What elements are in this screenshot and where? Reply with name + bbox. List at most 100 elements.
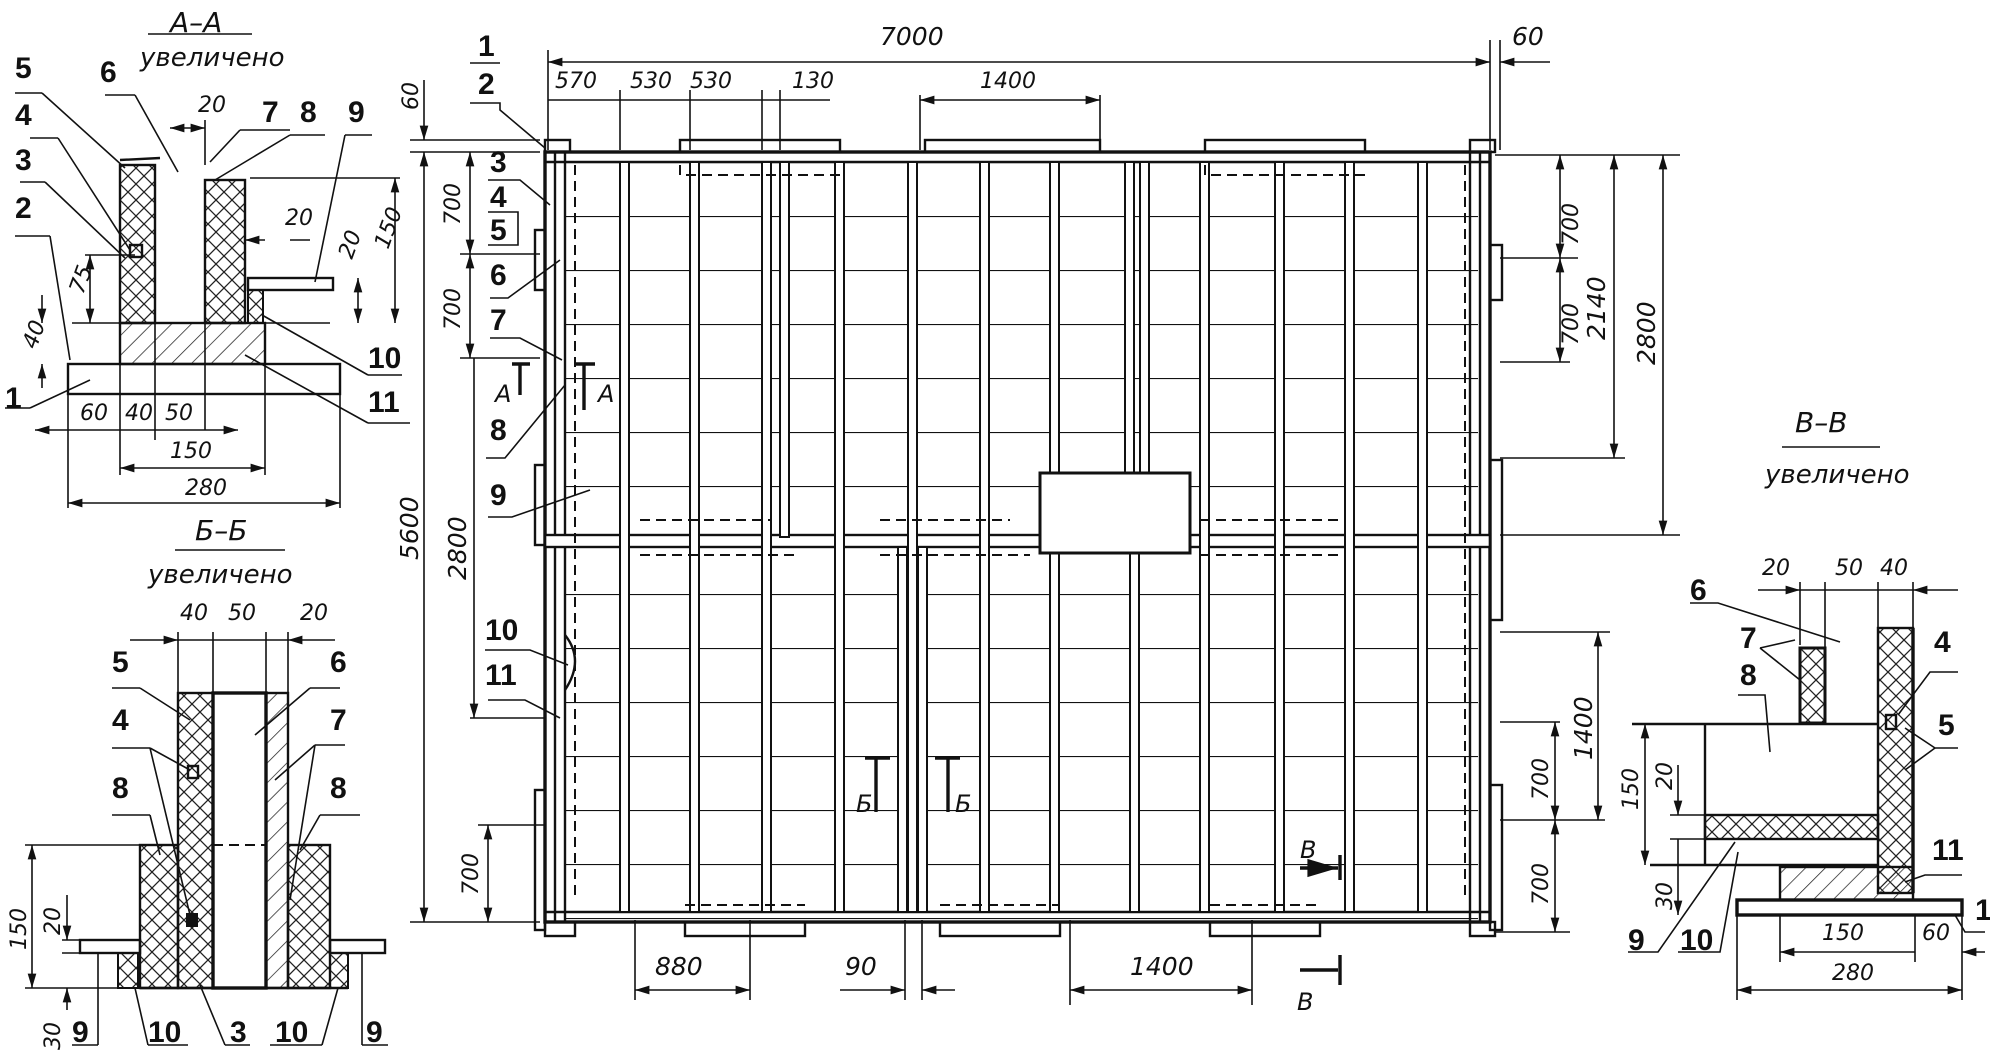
plan-callouts: 1 2 3 4 5 6 7 8 9 10 11 [470, 30, 591, 719]
callout-7: 7 [490, 304, 507, 337]
vv-callout-4: 4 [1934, 626, 1951, 659]
vv-callout-9: 9 [1628, 924, 1645, 957]
dim-right-2140: 2140 [1582, 276, 1611, 340]
dim-570: 570 [555, 69, 597, 94]
aa-dim-150: 150 [370, 204, 408, 252]
aa-dim-w40: 40 [125, 401, 153, 426]
callout-8: 8 [490, 414, 507, 447]
dim-530-b: 530 [690, 69, 732, 94]
plan-right-dimensions: 700 700 2140 2800 1400 700 700 [1495, 154, 1680, 933]
callout-4: 4 [490, 181, 507, 214]
section-vv-subtitle: увеличено [1764, 460, 1910, 490]
dim-left-2800: 2800 [443, 516, 472, 580]
section-aa: А–А увеличено 5 6 4 3 2 1 7 8 9 10 [5, 6, 410, 508]
joists [619, 161, 1428, 913]
vv-callout-5: 5 [1938, 709, 1955, 742]
dim-left-700-b: 700 [441, 288, 466, 330]
aa-dim-75: 75 [65, 262, 98, 297]
cut-mark-b-right: Б [955, 790, 971, 818]
bb-callout-6: 6 [330, 646, 347, 679]
plan-bottom-dimensions: 880 90 1400 [634, 920, 1253, 1005]
bb-dim-30: 30 [41, 1022, 66, 1050]
cut-mark-v-bottom: В [1297, 988, 1313, 1016]
vv-callout-6: 6 [1690, 574, 1707, 607]
dim-right-2800: 2800 [1632, 301, 1661, 365]
aa-dim-60: 60 [80, 401, 108, 426]
cut-mark-b-left: Б [856, 790, 872, 818]
bb-callout-9-right: 9 [366, 1016, 383, 1049]
vv-dim-20: 20 [1762, 556, 1790, 581]
section-vv: В–В увеличено 20 50 40 150 20 30 [1619, 406, 1990, 1000]
floor-plan [533, 138, 1504, 938]
section-aa-subtitle: увеличено [139, 43, 285, 73]
callout-2: 2 [478, 68, 495, 101]
callout-5: 5 [490, 214, 507, 247]
section-bb-title: Б–Б [195, 514, 247, 547]
bb-callout-10-left: 10 [148, 1016, 181, 1049]
aa-callout-10: 10 [368, 342, 401, 375]
vv-callout-7: 7 [1740, 622, 1757, 655]
dim-5600: 5600 [395, 496, 424, 560]
bb-callout-8-right: 8 [330, 772, 347, 805]
bb-callout-7: 7 [330, 704, 347, 737]
vv-dim-150: 150 [1619, 768, 1644, 810]
vv-dim-150w: 150 [1822, 921, 1864, 946]
vv-dim-30: 30 [1653, 882, 1678, 910]
vv-dim-20h: 20 [1653, 762, 1678, 790]
callout-11: 11 [485, 659, 517, 692]
callout-10: 10 [485, 614, 518, 647]
dim-left-700-c: 700 [459, 853, 484, 895]
aa-callout-9: 9 [348, 96, 365, 129]
bb-callout-4: 4 [112, 704, 129, 737]
callout-1: 1 [478, 30, 495, 63]
plan-left-dimensions: 60 5600 700 700 2800 700 [395, 80, 545, 923]
vv-callout-8: 8 [1740, 659, 1757, 692]
aa-dim-150w: 150 [170, 439, 212, 464]
cut-mark-a-right: А [596, 380, 614, 408]
vv-dim-40: 40 [1880, 556, 1908, 581]
dim-880: 880 [655, 952, 703, 981]
cut-mark-v-top: В [1300, 836, 1316, 864]
aa-dim-right-20: 20 [285, 206, 313, 231]
dim-left-60: 60 [399, 82, 424, 110]
aa-callout-5: 5 [15, 52, 32, 85]
dim-130: 130 [792, 69, 834, 94]
aa-callout-3: 3 [15, 144, 32, 177]
bb-callout-10-right: 10 [275, 1016, 308, 1049]
bb-callout-3: 3 [230, 1016, 247, 1049]
aa-callout-7: 7 [262, 96, 279, 129]
bb-dim-150: 150 [7, 908, 32, 950]
dim-overall-width: 7000 [880, 22, 944, 51]
bb-dim-20: 20 [41, 907, 66, 935]
dim-left-700-a: 700 [441, 183, 466, 225]
section-vv-title: В–В [1795, 406, 1847, 439]
callout-3: 3 [490, 146, 507, 179]
dim-right-700-c: 700 [1529, 758, 1554, 800]
aa-dim-40: 40 [18, 317, 51, 352]
vv-dim-60: 60 [1922, 921, 1950, 946]
dim-right-700-d: 700 [1529, 863, 1554, 905]
aa-dim-w50: 50 [165, 401, 193, 426]
bb-callout-5: 5 [112, 646, 129, 679]
vv-callout-1: 1 [1975, 894, 1990, 927]
aa-callout-11: 11 [368, 386, 400, 419]
aa-callout-2: 2 [15, 192, 32, 225]
vv-dim-50: 50 [1835, 556, 1863, 581]
callout-9: 9 [490, 479, 507, 512]
aa-callout-4: 4 [15, 99, 32, 132]
section-bb-subtitle: увеличено [147, 560, 293, 590]
cut-mark-a-left: А [493, 380, 511, 408]
dim-1400-top: 1400 [980, 69, 1036, 94]
bb-dim-50: 50 [228, 601, 256, 626]
dim-right-700-a: 700 [1559, 203, 1584, 245]
bb-dim-40: 40 [180, 601, 208, 626]
bb-callout-8-left: 8 [112, 772, 129, 805]
aa-dim-280: 280 [185, 476, 227, 501]
vv-dim-280: 280 [1832, 961, 1874, 986]
aa-callout-1: 1 [5, 382, 22, 415]
aa-dim-top-20: 20 [198, 93, 226, 118]
aa-callout-6: 6 [100, 56, 117, 89]
section-cut-marks: А А Б Б В В [493, 362, 1340, 1016]
bb-dim-20: 20 [300, 601, 328, 626]
